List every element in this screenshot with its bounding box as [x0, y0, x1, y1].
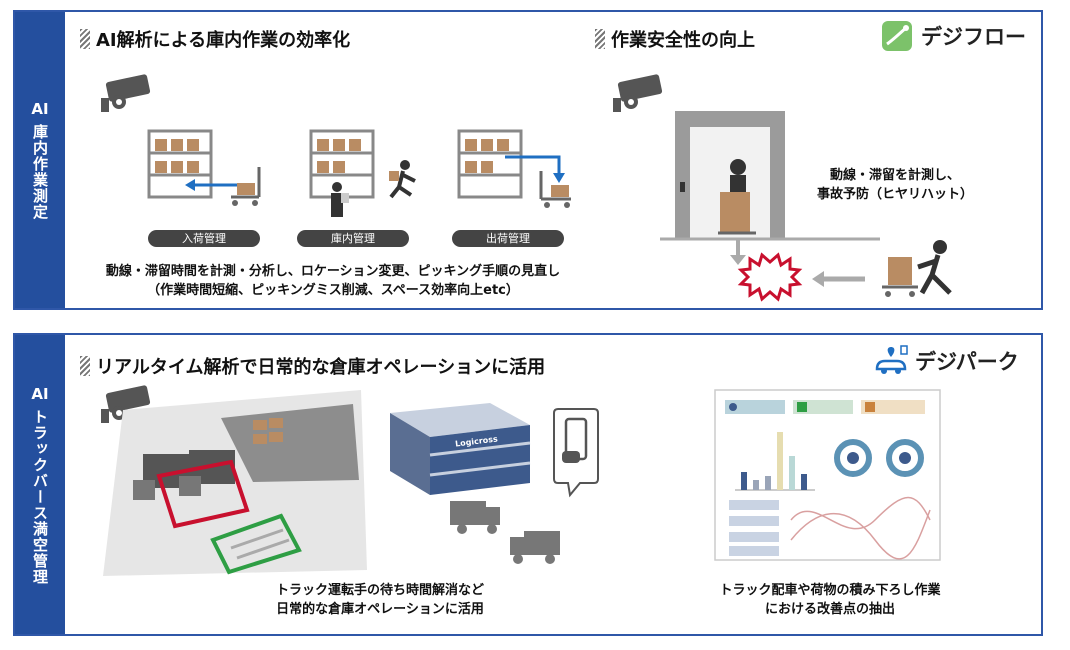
caption-efficiency-line1: 動線・滞留時間を計測・分析し、ロケーション変更、ピッキング手順の見直し [105, 264, 561, 279]
hatch-marker [595, 29, 605, 49]
hatch-marker [80, 29, 90, 49]
hatch-marker [80, 356, 90, 376]
brand-digipark-text: デジパーク [915, 350, 1019, 374]
caption-analysis-line1: トラック配車や荷物の積み下ろし作業 [719, 583, 941, 598]
caption-berth-line1: トラック運転手の待ち時間解消など [275, 583, 484, 598]
caption-berth-line2: 日常的な倉庫オペレーションに活用 [276, 602, 484, 617]
pill-storage: 庫内管理 [297, 230, 409, 247]
side-label-text: トラックバース満空管理 [31, 408, 49, 585]
brand-digiflow: デジフロー [881, 20, 1026, 52]
outbound-scene-illustration [457, 129, 571, 208]
caption-berth: トラック運転手の待ち時間解消など 日常的な倉庫オペレーションに活用 [250, 581, 510, 619]
caption-safety-line2: 事故予防（ヒヤリハット） [816, 187, 973, 202]
heading-realtime: リアルタイム解析で日常的な倉庫オペレーションに活用 [80, 353, 545, 379]
heading-realtime-text: リアルタイム解析で日常的な倉庫オペレーションに活用 [96, 357, 546, 378]
digiflow-logo-icon [882, 21, 912, 51]
pill-inbound: 入荷管理 [148, 230, 260, 247]
side-label-bottom: AI トラックバース満空管理 [15, 335, 65, 634]
side-label-ai: AI [31, 384, 49, 403]
bottom-panel: AI トラックバース満空管理 リアルタイム解析で日常的な倉庫オペレーションに活用… [13, 333, 1043, 636]
caption-safety-line1: 動線・滞留を計測し、 [829, 168, 960, 183]
camera-icon [101, 74, 151, 112]
truck-berth-illustration [103, 390, 367, 576]
caption-safety: 動線・滞留を計測し、 事故予防（ヒヤリハット） [805, 166, 985, 204]
heading-efficiency-text: AI解析による庫内作業の効率化 [96, 30, 351, 51]
heading-safety-text: 作業安全性の向上 [611, 30, 755, 51]
caption-analysis: トラック配車や荷物の積み下ろし作業 における改善点の抽出 [695, 581, 965, 619]
safety-scene-illustration [660, 111, 952, 302]
side-label-ai: AI [31, 100, 49, 118]
dashboard-illustration [714, 389, 941, 561]
camera-icon [613, 74, 663, 112]
heading-safety: 作業安全性の向上 [595, 26, 755, 52]
side-label-text: 庫内作業測定 [31, 124, 49, 220]
warehouse-building-illustration [390, 403, 599, 564]
brand-digipark: デジパーク [873, 345, 1019, 377]
pill-outbound: 出荷管理 [452, 230, 564, 247]
heading-efficiency: AI解析による庫内作業の効率化 [80, 26, 350, 52]
caption-efficiency-line2: （作業時間短縮、ピッキングミス削減、スペース効率向上etc） [147, 283, 519, 298]
caption-analysis-line2: における改善点の抽出 [764, 602, 895, 617]
inbound-scene-illustration [147, 129, 261, 206]
top-panel: AI 庫内作業測定 AI解析による庫内作業の効率化 作業安全性の向上 デジフロー [13, 10, 1043, 310]
storage-scene-illustration [309, 129, 416, 217]
digipark-logo-icon [875, 345, 908, 374]
caption-efficiency: 動線・滞留時間を計測・分析し、ロケーション変更、ピッキング手順の見直し （作業時… [73, 262, 593, 300]
side-label-top: AI 庫内作業測定 [15, 12, 65, 308]
brand-digiflow-text: デジフロー [921, 25, 1026, 49]
